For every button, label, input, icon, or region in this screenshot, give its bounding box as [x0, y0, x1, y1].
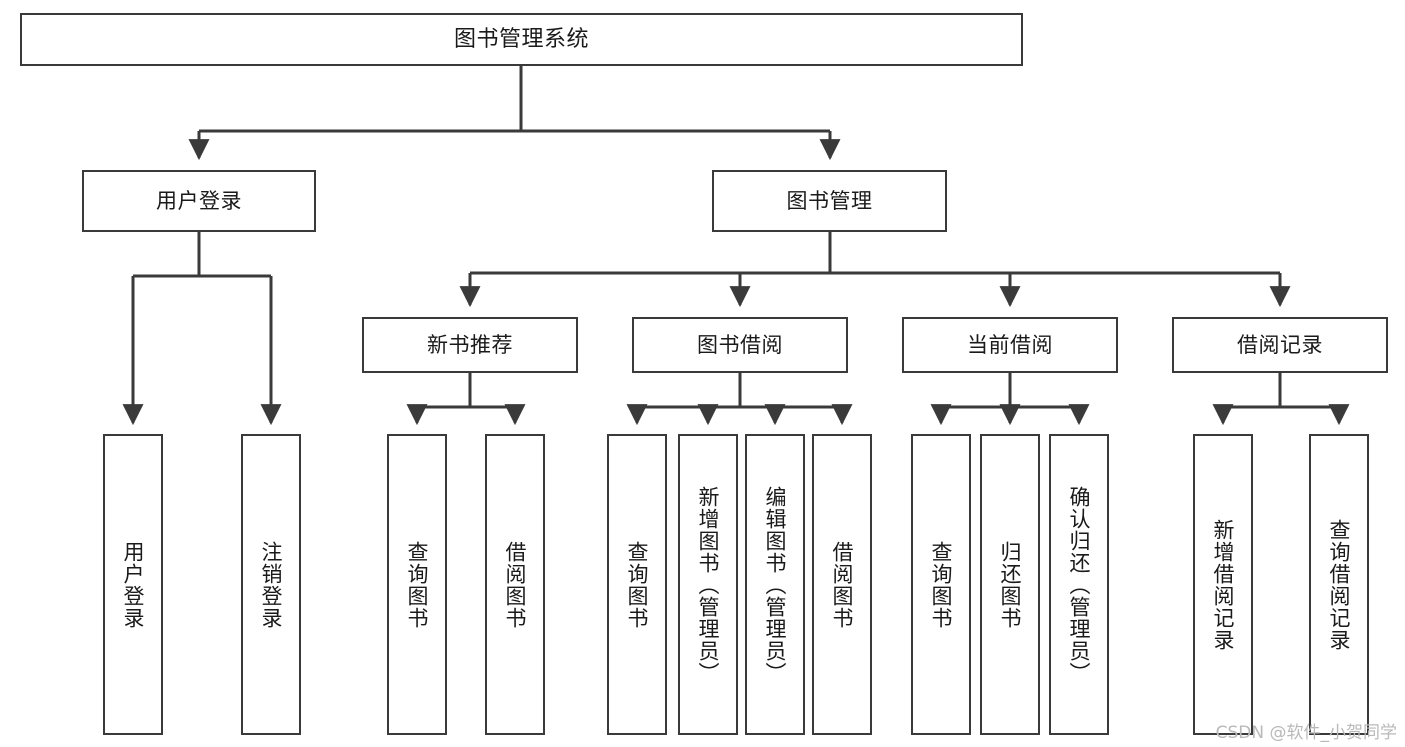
node-leaf-confirm-return[interactable]: 确认归还（管理员） [1049, 434, 1109, 735]
node-label: 图书借阅 [697, 332, 783, 357]
node-label: 当前借阅 [967, 332, 1053, 357]
node-label: 查询图书 [405, 540, 430, 629]
node-leaf-edit-book[interactable]: 编辑图书（管理员） [745, 434, 805, 735]
node-label: 归还图书 [998, 540, 1023, 629]
node-leaf-borrow-book-2[interactable]: 借阅图书 [812, 434, 872, 735]
node-label: 注销登录 [259, 540, 284, 629]
node-label: 编辑图书（管理员） [763, 485, 788, 684]
node-borrow-record[interactable]: 借阅记录 [1172, 317, 1388, 373]
node-new-book-recommend[interactable]: 新书推荐 [362, 317, 578, 373]
node-label: 查询图书 [625, 540, 650, 629]
node-current-borrow[interactable]: 当前借阅 [902, 317, 1118, 373]
node-leaf-add-record[interactable]: 新增借阅记录 [1193, 434, 1253, 735]
node-label: 图书管理 [786, 188, 873, 213]
node-label: 新增图书（管理员） [696, 485, 721, 684]
node-leaf-query-book-1[interactable]: 查询图书 [387, 434, 447, 735]
node-book-manage[interactable]: 图书管理 [712, 170, 947, 232]
node-book-borrow[interactable]: 图书借阅 [632, 317, 848, 373]
node-label: 查询借阅记录 [1327, 518, 1352, 651]
node-leaf-add-book[interactable]: 新增图书（管理员） [678, 434, 738, 735]
node-label: 新增借阅记录 [1211, 518, 1236, 651]
node-leaf-return-book[interactable]: 归还图书 [980, 434, 1040, 735]
node-leaf-user-login[interactable]: 用户登录 [103, 434, 163, 735]
node-label: 借阅图书 [830, 540, 855, 629]
node-label: 新书推荐 [427, 332, 513, 357]
node-leaf-query-record[interactable]: 查询借阅记录 [1309, 434, 1369, 735]
node-label: 用户登录 [121, 540, 146, 629]
node-label: 查询图书 [929, 540, 954, 629]
node-user-login[interactable]: 用户登录 [82, 170, 316, 232]
node-label: 借阅图书 [503, 540, 528, 629]
node-label: 图书管理系统 [453, 26, 589, 52]
node-label: 借阅记录 [1237, 332, 1323, 357]
node-root-book-management-system[interactable]: 图书管理系统 [20, 13, 1023, 66]
node-leaf-query-book-3[interactable]: 查询图书 [911, 434, 971, 735]
node-leaf-query-book-2[interactable]: 查询图书 [607, 434, 667, 735]
node-leaf-user-logout[interactable]: 注销登录 [241, 434, 301, 735]
node-leaf-borrow-book-1[interactable]: 借阅图书 [485, 434, 545, 735]
node-label: 用户登录 [156, 188, 242, 213]
node-label: 确认归还（管理员） [1067, 485, 1092, 684]
csdn-watermark: CSDN @软件_小贺同学 [1215, 723, 1397, 743]
